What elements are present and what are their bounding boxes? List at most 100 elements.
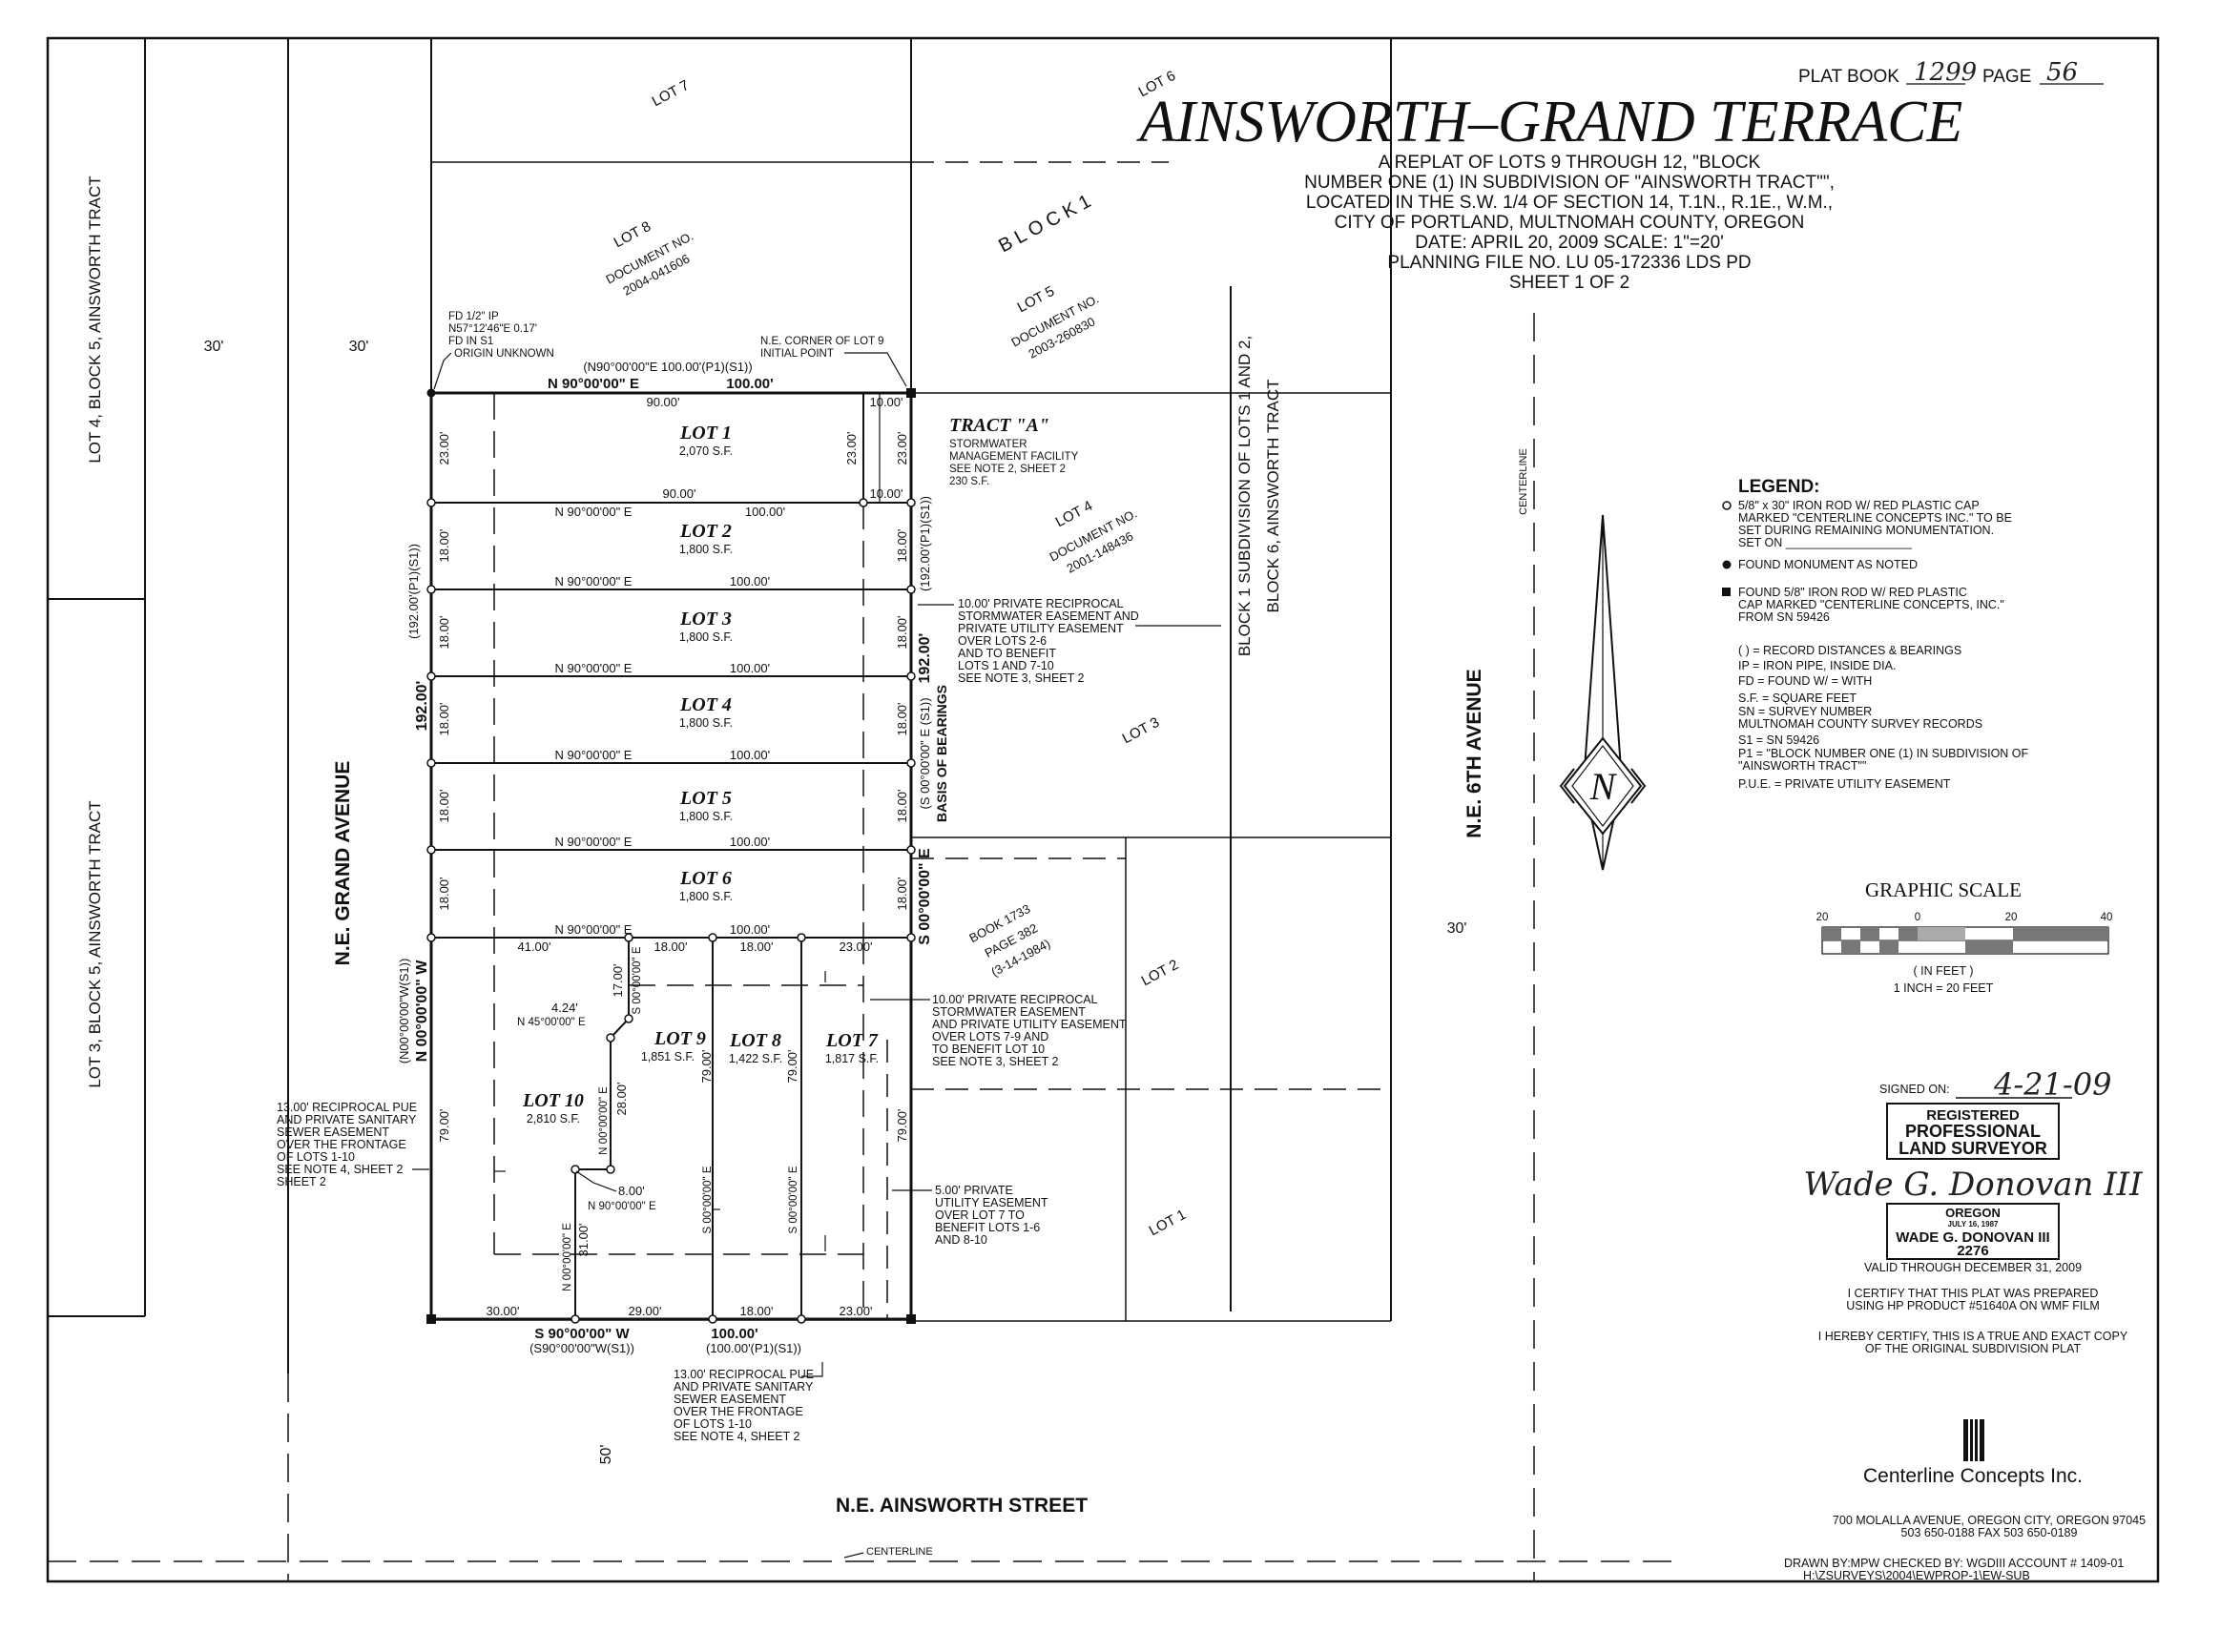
north-letter: N xyxy=(1589,765,1618,808)
lot1-bottom-90: 90.00' xyxy=(662,486,695,501)
sixth-avenue-label: N.E. 6TH AVENUE xyxy=(1463,669,1485,837)
footer-path: H:\ZSURVEYS\2004\EWPROP-1\EW-SUB xyxy=(1803,1569,2030,1582)
stamp-valid: VALID THROUGH DECEMBER 31, 2009 xyxy=(1864,1261,2082,1274)
e1-line-6: LOTS 1 AND 7-10 xyxy=(958,659,1054,672)
e5-line-4: OVER THE FRONTAGE xyxy=(674,1405,803,1418)
south-18: 18.00' xyxy=(739,1304,773,1318)
certifications: I CERTIFY THAT THIS PLAT WAS PREPARED US… xyxy=(1818,1287,2128,1355)
lot6-west-18: 18.00' xyxy=(437,877,451,910)
west-total: 192.00' xyxy=(414,681,430,732)
fd-note-3: FD IN S1 xyxy=(448,336,493,347)
legend-item1-line3: SET DURING REMAINING MONUMENTATION. xyxy=(1738,524,1994,537)
centerline-label-sixth: CENTERLINE xyxy=(1518,448,1529,515)
e5-line-5: OF LOTS 1-10 xyxy=(674,1417,752,1431)
lot10-east-bearing: N 00°00'00" E xyxy=(598,1086,610,1155)
south-29: 29.00' xyxy=(628,1304,661,1318)
jog-bearing: N 90°00'00" E xyxy=(588,1201,656,1212)
e3-line-4: BENEFIT LOTS 1-6 xyxy=(935,1221,1040,1234)
stamp-number: 2276 xyxy=(1957,1243,1988,1259)
lot1-west-23: 23.00' xyxy=(437,431,451,465)
lot2-bearing: N 90°00'00" E xyxy=(555,505,633,519)
lot5-east-18: 18.00' xyxy=(895,789,909,822)
lot-6-name: LOT 6 xyxy=(679,868,732,889)
e3-line-1: 5.00' PRIVATE xyxy=(935,1184,1013,1197)
e5-line-6: SEE NOTE 4, SHEET 2 xyxy=(674,1430,800,1443)
scale-tick-2: 0 xyxy=(1915,912,1920,923)
side-strip: LOT 4, BLOCK 5, AINSWORTH TRACT LOT 3, B… xyxy=(48,38,146,1317)
tract-a-name: TRACT "A" xyxy=(949,415,1049,436)
lot4-bearing: N 90°00'00" E xyxy=(555,661,633,675)
e5-line-1: 13.00' RECIPROCAL PUE xyxy=(674,1368,814,1381)
stamp-registered: REGISTERED xyxy=(1926,1107,2020,1124)
scale-title: GRAPHIC SCALE xyxy=(1865,878,2022,901)
subtitle-6: PLANNING FILE NO. LU 05-172336 LDS PD xyxy=(1387,253,1751,273)
bottom-distance: 100.00' xyxy=(711,1326,757,1342)
lot9-west-17: 17.00' xyxy=(611,963,625,997)
e5-line-3: SEWER EASEMENT xyxy=(674,1393,786,1406)
lot10-south-31: 31.00' xyxy=(576,1223,591,1256)
signature: Wade G. Donovan III xyxy=(1803,1166,2143,1204)
lot9-top-18: 18.00' xyxy=(654,940,687,954)
footer-drawn: DRAWN BY:MPW CHECKED BY: WGDIII ACCOUNT … xyxy=(1784,1557,2124,1570)
lot2-east-18: 18.00' xyxy=(895,528,909,562)
lot3-distance: 100.00' xyxy=(730,574,770,589)
north-arrow-icon: N xyxy=(1559,514,1647,871)
page-label: PAGE xyxy=(1982,67,2031,87)
lot-7-area: 1,817 S.F. xyxy=(825,1052,879,1065)
e1-line-3: PRIVATE UTILITY EASEMENT xyxy=(958,622,1124,635)
neighbor-block1: B L O C K 1 xyxy=(995,191,1094,257)
neighbor-lot2: LOT 2 xyxy=(1139,957,1182,989)
certify-1-line1: I CERTIFY THAT THIS PLAT WAS PREPARED xyxy=(1848,1287,2099,1300)
lot-3-area: 1,800 S.F. xyxy=(679,630,733,644)
easement-note-4: 13.00' RECIPROCAL PUE AND PRIVATE SANITA… xyxy=(277,1101,429,1188)
tract-a-line-2: MANAGEMENT FACILITY xyxy=(949,451,1079,463)
east-total: 192.00' xyxy=(917,633,933,684)
width-30-sixth: 30' xyxy=(1447,920,1467,937)
lot10-south-bearing: N 00°00'00" E xyxy=(562,1223,573,1291)
certify-1-line2: USING HP PRODUCT #51640A ON WMF FILM xyxy=(1846,1299,2100,1312)
lot9-west-bearing: S 00°00'00" E xyxy=(632,946,643,1014)
e2-line-3: AND PRIVATE UTILITY EASEMENT xyxy=(932,1018,1127,1031)
neighbor-lot3: LOT 3 xyxy=(1120,714,1163,747)
lot-1-area: 2,070 S.F. xyxy=(679,444,733,458)
subtitle-7: SHEET 1 OF 2 xyxy=(1509,273,1629,293)
lot3-east-18: 18.00' xyxy=(895,615,909,649)
bottom-record-left: (S90°00'00"W(S1)) xyxy=(529,1341,634,1355)
legend-item1-line2: MARKED "CENTERLINE CONCEPTS INC." TO BE xyxy=(1738,511,2012,525)
monuments xyxy=(426,388,916,1324)
neighbor-lot8: LOT 8 xyxy=(612,218,654,251)
neighbor-lot1: LOT 1 xyxy=(1147,1207,1190,1239)
e2-line-2: STORMWATER EASEMENT xyxy=(932,1005,1086,1019)
east-record: (192.00'(P1)(S1)) xyxy=(918,496,932,591)
scale-ratio: 1 INCH = 20 FEET xyxy=(1894,981,1994,995)
scale-tick-4: 40 xyxy=(2101,912,2113,923)
bottom-record-right: (100.00'(P1)(S1)) xyxy=(706,1341,801,1355)
easement-note-5: 13.00' RECIPROCAL PUE AND PRIVATE SANITA… xyxy=(674,1362,823,1443)
e2-line-4: OVER LOTS 7-9 AND xyxy=(932,1030,1048,1043)
tract-bottom-10: 10.00' xyxy=(869,486,903,501)
e4-line-1: 13.00' RECIPROCAL PUE xyxy=(277,1101,417,1114)
lot-9-area: 1,851 S.F. xyxy=(641,1050,695,1063)
lot10-east-28: 28.00' xyxy=(614,1082,629,1115)
neighbor-lot7: LOT 7 xyxy=(650,77,693,110)
lot-8-name: LOT 8 xyxy=(729,1030,781,1051)
title-block: PLAT BOOK 1299 PAGE 56 AINSWORTH–GRAND T… xyxy=(1136,58,2104,293)
diag-424: 4.24' xyxy=(551,1001,578,1015)
west-bearing-record: (N00°00'00"W(S1)) xyxy=(397,959,411,1064)
tract-a-line-3: SEE NOTE 2, SHEET 2 xyxy=(949,464,1066,475)
lot7-top-23: 23.00' xyxy=(839,940,872,954)
lot6-bearing: N 90°00'00" E xyxy=(555,835,633,849)
east-79: 79.00' xyxy=(895,1108,909,1142)
grand-avenue-lines: N.E. GRAND AVENUE 30' 30' xyxy=(204,38,368,1581)
abbrev-1: ( ) = RECORD DISTANCES & BEARINGS xyxy=(1738,644,1961,657)
east-bearing: S 00°00'00" E xyxy=(917,848,933,945)
e4-line-4: OVER THE FRONTAGE xyxy=(277,1138,406,1151)
legend-item1-line4: SET ON ___________________ xyxy=(1738,536,1913,549)
certify-2-line1: I HEREBY CERTIFY, THIS IS A TRUE AND EXA… xyxy=(1818,1330,2128,1343)
width-30-left: 30' xyxy=(204,339,224,355)
lot-10-name: LOT 10 xyxy=(522,1090,584,1111)
lot1-east-23: 23.00' xyxy=(844,431,859,465)
block1-subdivision: BLOCK 1 SUBDIVISION OF LOTS 1 AND 2, xyxy=(1235,336,1254,656)
lot-4-name: LOT 4 xyxy=(679,694,732,715)
lot5-west-18: 18.00' xyxy=(437,789,451,822)
